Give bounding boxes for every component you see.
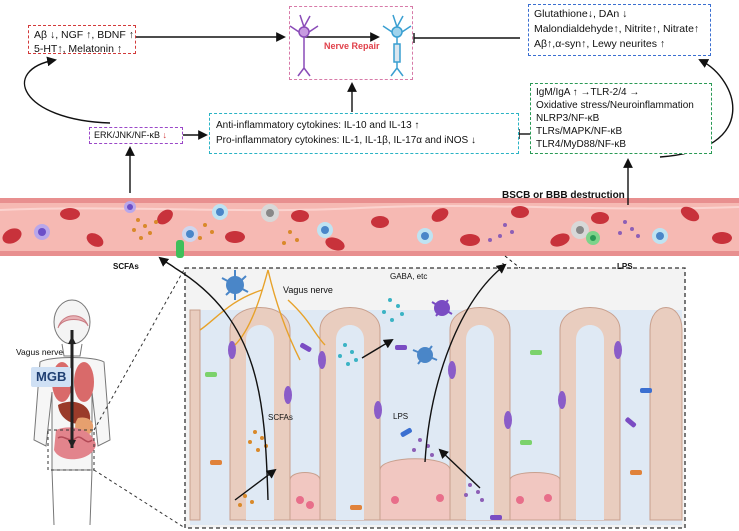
nerve-repair-box: Nerve Repair <box>289 6 413 80</box>
oxidative-line-2: Malondialdehyde↑, Nitrite↑, Nitrate↑ <box>534 23 700 35</box>
erk-pathway-arrow: ↓ <box>162 130 168 140</box>
lps-particles-vessel <box>488 220 640 242</box>
blood-vessel <box>0 198 739 256</box>
scfa-particles-gut <box>238 430 268 507</box>
red-blood-cells <box>2 206 732 251</box>
gut-crypts <box>289 458 561 521</box>
cytokines-line-1: Anti-inflammatory cytokines: IL-10 and I… <box>216 120 420 131</box>
lps-line-1: IgM/IgA ↑ →TLR-2/4 → <box>536 87 640 98</box>
neuron-before-icon <box>289 14 319 77</box>
lps-particles-gut <box>412 438 484 502</box>
vagus-nerve-gut-label: Vagus nerve <box>283 285 333 295</box>
nerve-repair-label: Nerve Repair <box>324 41 380 51</box>
cytokines-box: Anti-inflammatory cytokines: IL-10 and I… <box>209 113 519 154</box>
vessel-wall-gap-green <box>176 240 184 258</box>
bscb-label: BSCB or BBB destruction <box>502 190 625 201</box>
scfas-gut-label: SCFAs <box>268 413 293 422</box>
lps-gut-label: LPS <box>393 412 409 421</box>
vagus-nerve-body-marker <box>68 336 76 344</box>
lps-vessel-label: LPS <box>617 262 633 271</box>
enteric-vagus-fibers <box>199 269 326 361</box>
lps-pathways-box: IgM/IgA ↑ →TLR-2/4 → Oxidative stress/Ne… <box>530 83 712 154</box>
neuron-after-icon <box>382 14 412 77</box>
lps-line-5: TLR4/MyD88/NF-κB <box>536 139 627 150</box>
immune-cells <box>34 201 668 245</box>
gaba-particles <box>338 298 404 366</box>
lps-line-3: NLRP3/NF-κB <box>536 113 600 124</box>
dendritic-cells <box>221 270 453 365</box>
cytokines-line-2: Pro-inflammatory cytokines: IL-1, IL-1β,… <box>216 135 476 146</box>
mgb-label: MGB <box>36 369 67 384</box>
lps-line-4: TLRs/MAPK/NF-κB <box>536 126 623 137</box>
lps-line-2: Oxidative stress/Neuroinflammation <box>536 100 694 111</box>
vessel-to-lps-link <box>504 255 521 269</box>
gut-to-lps-vessel-arrow <box>499 261 506 266</box>
neurotrophic-factors-box: Aβ ↓, NGF ↑, BDNF ↑ 5-HT↑, Melatonin ↑ <box>28 25 136 55</box>
gut-bacteria <box>205 342 652 520</box>
gut-zoom-region <box>47 429 95 471</box>
mgb-badge-bg <box>31 367 71 387</box>
erk-pathway-box: ERK/JNK/NF-κB ↓ <box>89 127 183 144</box>
vagus-nerve-body-label: Vagus nerve <box>16 347 64 357</box>
scfas-vessel-label: SCFAs <box>113 262 139 271</box>
oxidative-line-1: Glutathione↓, DAn ↓ <box>534 8 628 20</box>
gaba-label: GABA, etc <box>390 272 428 281</box>
erk-pathway-label: ERK/JNK/NF-κB <box>94 130 161 140</box>
paneth-cells <box>296 494 552 509</box>
goblet-cells <box>228 341 622 429</box>
neurotrophic-line-2: 5-HT↑, Melatonin ↑ <box>34 43 123 55</box>
villi-cores <box>246 325 604 520</box>
scfa-particles-vessel <box>132 218 299 245</box>
oxidative-line-3: Aβ↑,α-syn↑, Lewy neurites ↑ <box>534 38 666 50</box>
connector-arrows <box>23 32 734 501</box>
neurotrophic-line-1: Aβ ↓, NGF ↑, BDNF ↑ <box>34 29 134 41</box>
oxidative-markers-box: Glutathione↓, DAn ↓ Malondialdehyde↑, Ni… <box>528 4 711 56</box>
